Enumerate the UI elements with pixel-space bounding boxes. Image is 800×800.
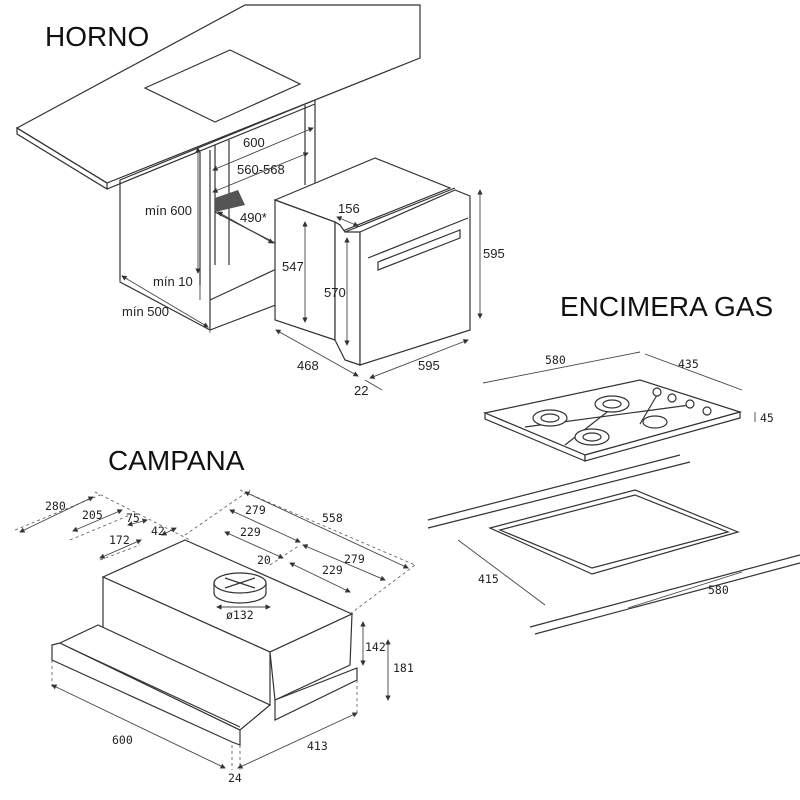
countertop-cutout <box>427 454 800 635</box>
dim-279-upper: 279 <box>245 503 266 517</box>
dim-min-10: mín 10 <box>153 274 193 289</box>
dim-45: 45 <box>760 411 774 425</box>
vent-opening <box>215 190 245 212</box>
dim-600: 600 <box>243 135 265 150</box>
dim-468: 468 <box>297 358 319 373</box>
hood-title: CAMPANA <box>108 445 245 476</box>
dim-42: 42 <box>151 524 165 538</box>
dim-280: 280 <box>45 499 66 513</box>
dim-75: 75 <box>126 511 140 525</box>
dim-490: 490* <box>240 210 267 225</box>
dim-558: 558 <box>322 511 343 525</box>
oven-dimensions: 600 560-568 mín 600 490* 156 547 570 595… <box>119 127 505 398</box>
dim-413: 413 <box>307 739 328 753</box>
cooktop <box>143 49 302 123</box>
hood-drawing <box>51 539 358 746</box>
gas-hob-dimensions: 580 435 45 415 580 <box>457 351 774 609</box>
dim-24: 24 <box>228 771 242 785</box>
dim-20: 20 <box>257 553 271 567</box>
countertop <box>0 0 440 191</box>
dim-22: 22 <box>354 383 368 398</box>
dim-595-height: 595 <box>483 246 505 261</box>
hood-dimensions: 280 205 75 42 172 279 558 229 279 20 229… <box>14 489 416 785</box>
dim-172: 172 <box>109 533 130 547</box>
dim-diameter-132: ø132 <box>226 608 254 622</box>
dim-580-hob: 580 <box>545 353 566 367</box>
dim-279-lower: 279 <box>344 552 365 566</box>
dim-142: 142 <box>365 640 386 654</box>
oven-drawing <box>273 157 471 366</box>
dim-570: 570 <box>324 285 346 300</box>
dim-415-cutout: 415 <box>478 572 499 586</box>
dim-205: 205 <box>82 508 103 522</box>
oven-handle <box>377 229 461 271</box>
dim-181: 181 <box>393 661 414 675</box>
dim-min-600: mín 600 <box>145 203 192 218</box>
dim-156: 156 <box>338 201 360 216</box>
gas-hob-drawing <box>483 379 743 462</box>
dim-229-lower: 229 <box>322 563 343 577</box>
dim-229-upper: 229 <box>240 525 261 539</box>
dim-min-500: mín 500 <box>122 304 169 319</box>
dim-560-568: 560-568 <box>237 162 285 177</box>
gas-hob-title: ENCIMERA GAS <box>560 291 773 322</box>
dim-435: 435 <box>678 357 699 371</box>
dim-547: 547 <box>282 259 304 274</box>
oven-title: HORNO <box>45 21 149 52</box>
dim-580-cutout: 580 <box>708 583 729 597</box>
dim-600-width: 600 <box>112 733 133 747</box>
oven-section: HORNO <box>0 0 505 398</box>
gas-hob-section: ENCIMERA GAS <box>427 291 800 635</box>
dim-595-width: 595 <box>418 358 440 373</box>
hood-section: CAMPANA <box>14 445 416 785</box>
